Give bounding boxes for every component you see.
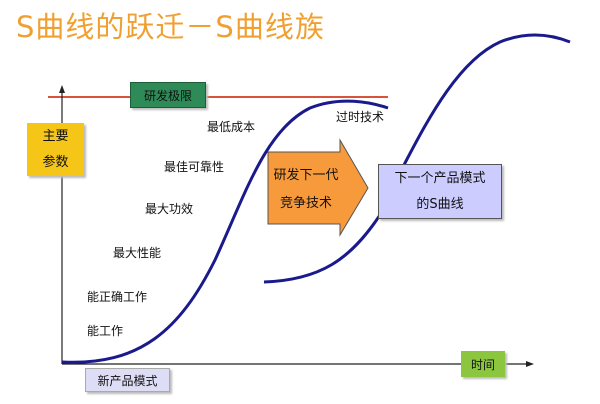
next-curve-line2: 的S曲线 [416,196,464,212]
stage-lowest-cost: 最低成本 [207,120,256,134]
slide-title: S曲线的跃迁－S曲线族 [16,10,325,44]
x-axis-label-box: 时间 [461,351,505,377]
y-axis-label-box: 主要 参数 [27,123,84,176]
x-axis-label: 时间 [470,357,495,372]
next-curve-box: 下一个产品模式 的S曲线 [378,164,502,219]
origin-label: 新产品模式 [97,373,158,388]
obsolete-tech-label: 过时技术 [336,110,385,124]
origin-label-box: 新产品模式 [85,368,170,392]
limit-box: 研发极限 [130,82,206,108]
next-tech-arrow [267,138,369,237]
stage-works-correctly: 能正确工作 [87,290,148,304]
next-curve-line1: 下一个产品模式 [394,170,486,186]
second-s-curve [263,33,571,284]
stage-max-efficiency: 最大功效 [145,202,194,216]
y-axis-label-line1: 主要 [42,128,69,144]
y-axis-arrow [59,85,65,93]
x-axis-arrow [526,361,534,367]
y-axis-label-line2: 参数 [42,154,69,170]
stage-works: 能工作 [87,324,124,338]
first-s-curve [61,99,389,364]
arrow-label: 研发下一代 竞争技术 [268,162,344,218]
arrow-label-line1: 研发下一代 [273,168,339,183]
stage-best-reliability: 最佳可靠性 [164,160,225,174]
stage-max-performance: 最大性能 [113,246,162,260]
limit-label: 研发极限 [143,88,192,103]
arrow-label-line2: 竞争技术 [279,196,332,211]
